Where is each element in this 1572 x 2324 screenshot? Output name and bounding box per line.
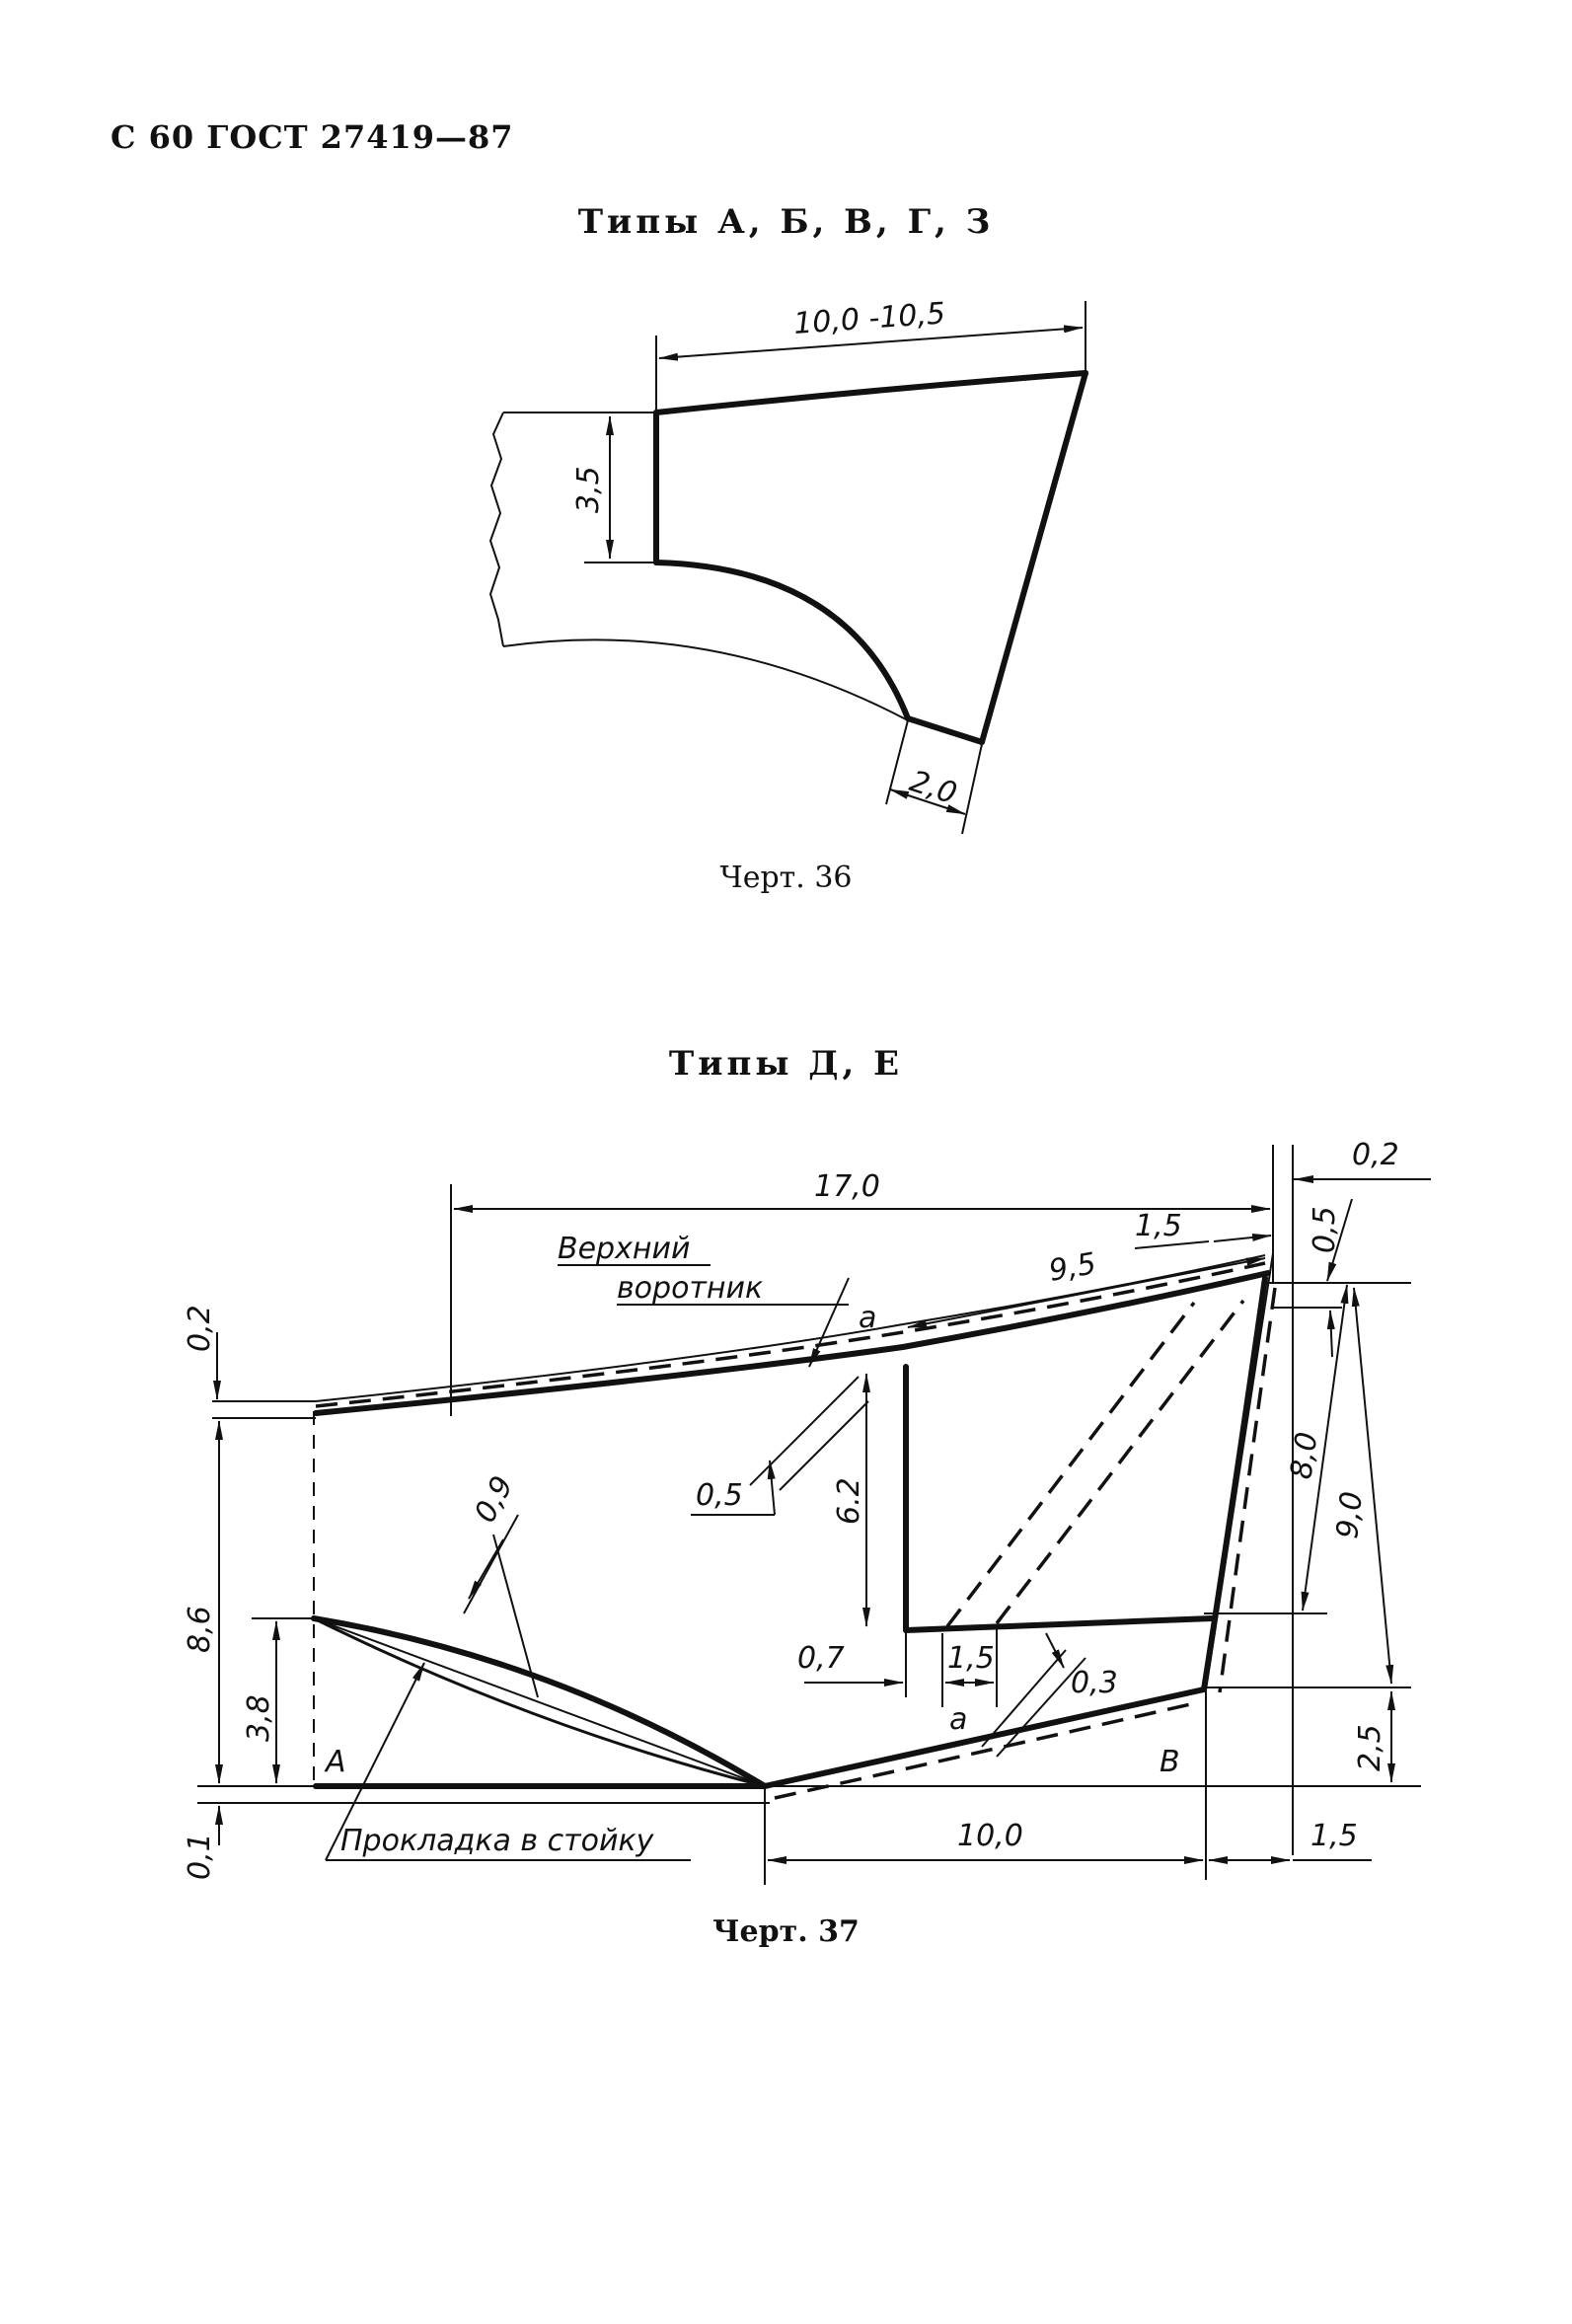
figure-36-title: Типы А, Б, В, Г, З	[577, 202, 995, 242]
mark-a-bottom: а	[949, 1702, 967, 1737]
dim-09-line	[468, 1538, 504, 1600]
collar-top-thin	[315, 1254, 1266, 1402]
ext-line	[961, 743, 983, 835]
collar-right-dashed	[1218, 1287, 1277, 1693]
dim-05-mid-ext2	[779, 1400, 869, 1491]
dim-05-mid-line	[767, 1460, 776, 1516]
stand-horizontal	[903, 1615, 1215, 1633]
pattern-top-edge	[653, 370, 1088, 415]
upper-collar-label-1: Верхний	[558, 1232, 690, 1266]
collar-bottom-thin	[764, 1688, 1205, 1787]
dim-bottom-label: 2,0	[906, 764, 961, 811]
dim-80-line	[1301, 1284, 1349, 1612]
dashed-diagonal	[995, 1299, 1245, 1625]
upper-collar-leader	[808, 1277, 850, 1368]
dim-15-top-label: 1,5	[1135, 1209, 1182, 1243]
dim-05-right-line2	[1326, 1310, 1335, 1358]
interlining-curve-lower	[313, 1616, 766, 1788]
dim-15-top-line	[1213, 1233, 1272, 1242]
dim-03-label: 0,3	[1071, 1666, 1118, 1700]
figure-36-drawing: 10,0 -10,5 3,5 2,0	[488, 296, 1088, 835]
dim-02-top-label: 0,2	[1352, 1138, 1399, 1172]
figure-36-caption: Черт. 36	[719, 861, 853, 895]
dim-80-label: 8,0	[1284, 1430, 1324, 1481]
dim-bottom-line	[889, 788, 966, 815]
dim-07-label: 0,7	[797, 1641, 845, 1676]
dim-03-ext2	[996, 1657, 1086, 1758]
dim-05-right-label: 0,5	[1308, 1206, 1342, 1253]
collar-top-edge	[313, 1344, 906, 1416]
collar-right-thin	[1205, 1252, 1274, 1690]
figure-37-title: Типы Д, Е	[668, 1044, 904, 1084]
figure-37-drawing: 17,0 0,2 1,5 0,5 9,5 а Верхний воротник …	[183, 1138, 1431, 1885]
dim-05-right-line	[1326, 1198, 1353, 1282]
dim-09-ext	[492, 1534, 539, 1698]
dim-width-label: 10,0 -10,5	[792, 296, 946, 341]
dim-38-label: 3,8	[242, 1694, 276, 1742]
dim-25-label: 2,5	[1353, 1724, 1387, 1771]
dim-05-mid-ext	[749, 1376, 860, 1486]
pattern-curve	[653, 560, 911, 721]
pattern-right-edge	[979, 370, 1088, 745]
collar-top-edge-right	[900, 1270, 1271, 1350]
dim-05-mid-label: 0,5	[696, 1478, 743, 1513]
dim-height-label: 3,5	[571, 466, 606, 513]
point-b-label: В	[1160, 1745, 1180, 1779]
figure-37-caption: Черт. 37	[712, 1914, 860, 1949]
dim-90-line	[1351, 1287, 1394, 1685]
dim-100-label: 10,0	[957, 1819, 1023, 1853]
pattern-bottom-edge	[905, 715, 985, 745]
dim-62-label: 6.2	[832, 1477, 866, 1525]
dim-01-label: 0,1	[183, 1833, 217, 1880]
dim-15-top-ext	[1134, 1240, 1210, 1249]
dim-17-label: 17,0	[814, 1169, 880, 1204]
interlining-chord	[313, 1617, 766, 1787]
upper-collar-label-2: воротник	[617, 1271, 763, 1306]
mark-a-top: а	[859, 1301, 876, 1335]
dim-95-label: 9,5	[1046, 1246, 1098, 1289]
dim-width-line	[658, 325, 1084, 361]
dim-90-label: 9,0	[1330, 1490, 1370, 1540]
point-a-label: А	[324, 1745, 346, 1779]
garment-bottom-edge	[502, 638, 909, 721]
dim-86-label: 8,6	[183, 1606, 217, 1653]
collar-bottom-dashed	[774, 1700, 1200, 1800]
dim-09-label: 0,9	[468, 1470, 520, 1529]
collar-top-dashed	[315, 1261, 1266, 1408]
interlining-curve-upper	[311, 1615, 768, 1789]
interlining-leader	[325, 1662, 425, 1861]
break-line	[488, 412, 504, 647]
dim-15-bottom-label: 1,5	[1310, 1819, 1358, 1853]
page-header: С 60 ГОСТ 27419—87	[111, 118, 514, 156]
dashed-diagonal	[945, 1301, 1196, 1628]
interlining-label: Прокладка в стойку	[340, 1824, 655, 1858]
dim-03-ext	[981, 1649, 1067, 1748]
dim-95-line	[907, 1257, 1266, 1328]
dim-15-mid-label: 1,5	[947, 1641, 995, 1676]
dim-02-left-label: 0,2	[183, 1305, 217, 1352]
dim-03-line	[1045, 1632, 1065, 1669]
collar-right-edge	[1201, 1275, 1268, 1692]
